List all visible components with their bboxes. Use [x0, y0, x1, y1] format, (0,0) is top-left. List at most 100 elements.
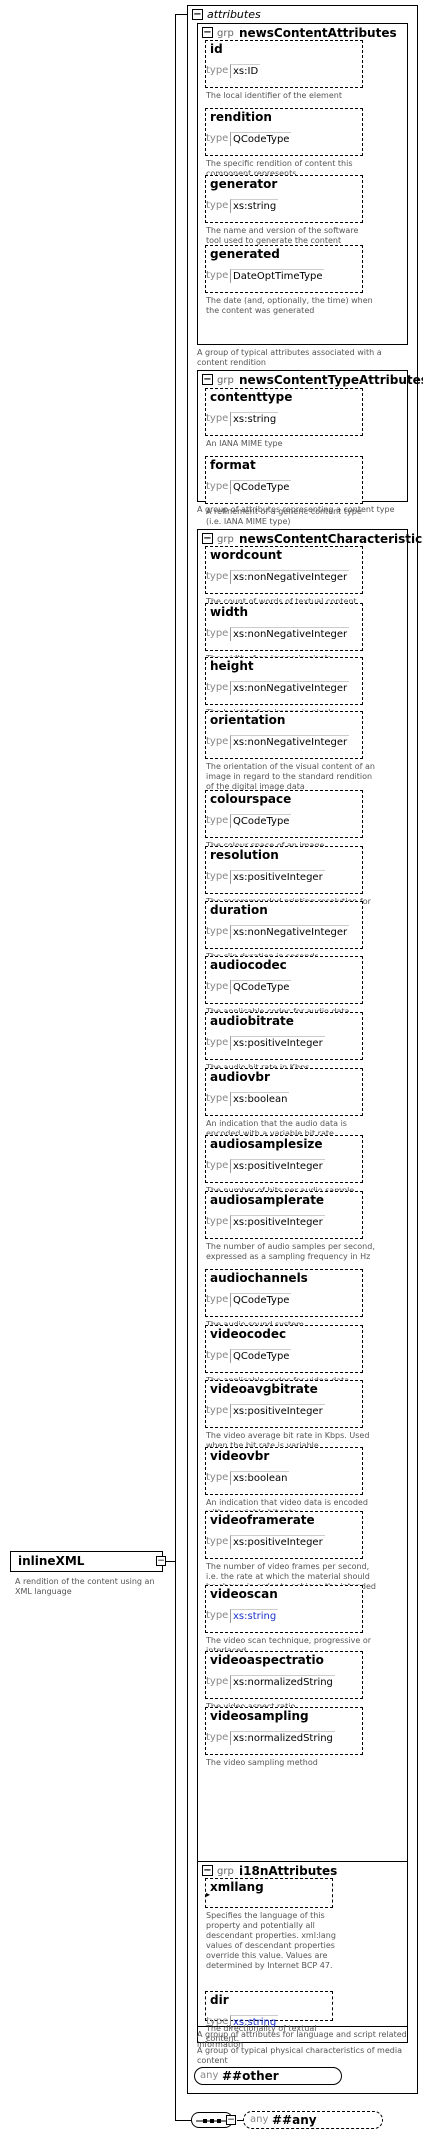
attribute-description: The number of bits per audio sample — [206, 1186, 376, 1196]
group-name: newsContentAttributes — [239, 26, 397, 40]
attribute-type-value: xs:ID — [230, 64, 261, 78]
attribute-type-label: type — [206, 926, 229, 937]
attribute-name: colourspace — [210, 792, 292, 806]
attribute-type-label: type — [206, 1160, 229, 1171]
attribute-type-value: xs:string — [230, 199, 279, 213]
attribute-description: An IANA MIME type — [206, 439, 283, 448]
attribute-type-label: type — [206, 200, 229, 211]
attribute-type-label: type — [206, 815, 229, 826]
attribute-type-value: xs:normalizedString — [230, 1731, 335, 1745]
sequence-expander-icon[interactable]: − — [226, 2115, 236, 2125]
attribute-description: The local identifier of the element — [206, 91, 342, 100]
attribute-type-label: type — [206, 1676, 229, 1687]
attribute-type-label: type — [206, 1732, 229, 1743]
attribute-description: The orientation of the visual content of… — [206, 762, 375, 791]
attribute-description: The specific rendition of content this c… — [206, 159, 353, 178]
attribute-box[interactable] — [205, 40, 363, 88]
any-attribute-value: ##other — [222, 2069, 279, 2083]
attribute-type-value: QCodeType — [230, 480, 292, 494]
attribute-name: audiosamplesize — [210, 1137, 323, 1151]
group-collapse-icon[interactable]: − — [202, 533, 213, 544]
attribute-name: wordcount — [210, 548, 283, 562]
root-expander-icon[interactable]: − — [156, 1556, 166, 1566]
sequence-dots-icon — [196, 2119, 228, 2123]
attribute-name: videoscan — [210, 1587, 278, 1601]
root-element-name: inlineXML — [18, 1554, 85, 1568]
attribute-box[interactable] — [205, 1991, 333, 2021]
group-tag: grp — [217, 28, 234, 39]
attribute-type-label: type — [206, 413, 229, 424]
group-collapse-icon[interactable]: − — [202, 374, 213, 385]
attribute-description: The applicable codec for audio data — [206, 1007, 376, 1017]
attribute-description: The count of words of textual content. — [206, 597, 360, 606]
attributes-collapse-icon[interactable]: − — [192, 9, 203, 20]
group-description: A group of typical attributes associated… — [197, 348, 382, 367]
attribute-type-value: xs:positiveInteger — [230, 1159, 325, 1173]
attribute-type-value[interactable]: xs:string — [230, 2015, 279, 2029]
attribute-name: width — [210, 605, 249, 619]
attribute-name: videoaspectratio — [210, 1653, 324, 1667]
attribute-name: dir — [210, 1993, 229, 2007]
attribute-type-label: type — [206, 270, 229, 281]
attribute-type-value: xs:positiveInteger — [230, 1404, 325, 1418]
attribute-name: xmllang — [210, 1880, 264, 1894]
attribute-description: The video scan technique, progressive or… — [206, 1636, 372, 1655]
attribute-type-value: QCodeType — [230, 1349, 292, 1363]
attribute-type-label: type — [206, 481, 229, 492]
attribute-type-label: type — [206, 1472, 229, 1483]
connector-root-to-attributes-h — [163, 1561, 175, 1562]
group-description: A group of attributes for language and s… — [197, 2030, 407, 2049]
attribute-type-label: type — [206, 1405, 229, 1416]
attribute-type-value: xs:nonNegativeInteger — [230, 735, 350, 749]
attributes-title: attributes — [207, 8, 261, 21]
attribute-name: audiobitrate — [210, 1014, 294, 1028]
group-tag: grp — [217, 534, 234, 545]
attribute-name: videocodec — [210, 1327, 287, 1341]
attribute-type-label: type — [206, 65, 229, 76]
group-name: newsContentTypeAttributes — [239, 373, 423, 387]
attribute-description: The directionality of textual content. — [206, 2024, 317, 2043]
attribute-description: The audio bit rate in Kbps — [206, 1063, 376, 1073]
attribute-description: The video aspect ratio — [206, 1702, 376, 1712]
any-element-label: any — [250, 2114, 269, 2125]
attribute-type-value[interactable]: xs:string — [230, 1609, 279, 1623]
attribute-type-value: xs:nonNegativeInteger — [230, 570, 350, 584]
attribute-name: videoavgbitrate — [210, 1382, 318, 1396]
attribute-type-value: xs:nonNegativeInteger — [230, 925, 350, 939]
group-name: newsContentCharacteristics — [239, 532, 423, 546]
attribute-type-label: type — [206, 1093, 229, 1104]
attribute-box[interactable] — [205, 1878, 333, 1908]
connector-to-attributes — [175, 14, 187, 15]
attribute-name: height — [210, 659, 254, 673]
group-collapse-icon[interactable]: − — [202, 27, 213, 38]
attribute-ref-icon: ▸ — [206, 1890, 211, 1899]
attribute-type-value: xs:positiveInteger — [230, 1215, 325, 1229]
attribute-description: The name and version of the software too… — [206, 226, 359, 245]
attribute-type-label: type — [206, 1294, 229, 1305]
attribute-type-label: type — [206, 2016, 229, 2027]
group-description: A group of attributes representing a con… — [197, 505, 395, 514]
attribute-type-value: DateOptTimeType — [230, 269, 325, 283]
any-element-box[interactable] — [243, 2111, 383, 2129]
attribute-type-label: type — [206, 1037, 229, 1048]
attribute-name: audiocodec — [210, 958, 287, 972]
any-attribute-box[interactable] — [194, 2067, 342, 2085]
attribute-description: A refinement of a generic content type (… — [206, 507, 362, 526]
attribute-name: generated — [210, 247, 280, 261]
attribute-type-value: QCodeType — [230, 814, 292, 828]
group-collapse-icon[interactable]: − — [202, 1865, 213, 1876]
attribute-description: The video sampling method — [206, 1758, 318, 1767]
attribute-type-value: xs:string — [230, 412, 279, 426]
attribute-name: audiochannels — [210, 1271, 308, 1285]
group-name: i18nAttributes — [239, 1864, 338, 1878]
attribute-name: audiovbr — [210, 1070, 270, 1084]
attribute-name: audiosamplerate — [210, 1193, 325, 1207]
attribute-description: Specifies the language of this property … — [206, 1911, 336, 1970]
attribute-name: videoframerate — [210, 1513, 315, 1527]
attribute-name: contenttype — [210, 390, 293, 404]
attribute-name: rendition — [210, 110, 272, 124]
attribute-type-label: type — [206, 981, 229, 992]
attribute-name: videosampling — [210, 1709, 309, 1723]
attribute-name: generator — [210, 177, 278, 191]
attribute-type-value: xs:boolean — [230, 1471, 290, 1485]
